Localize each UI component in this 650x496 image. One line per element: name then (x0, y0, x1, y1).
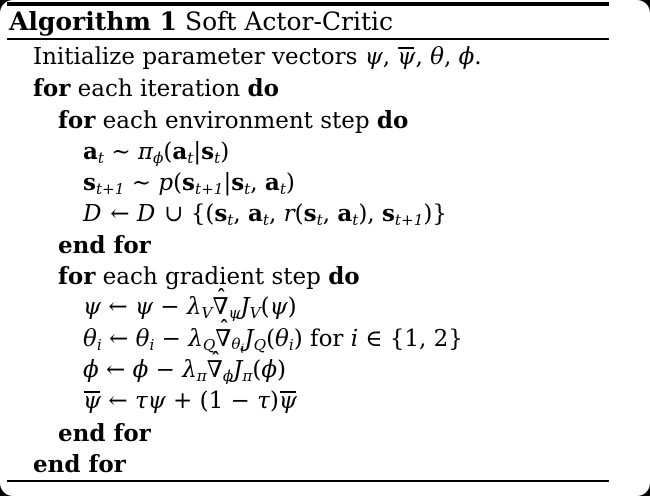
algorithm-line: end for (33, 450, 126, 478)
algorithm-line: at ∼ πϕ(at|st) (83, 137, 230, 167)
algorithm-line: st+1 ∼ p(st+1|st, at) (83, 169, 295, 198)
algorithm-line: for each environment step do (58, 106, 409, 134)
algorithm-line: for each iteration do (33, 75, 279, 103)
algorithm-title: Soft Actor-Critic (184, 7, 394, 36)
algorithm-line: Initialize parameter vectors ψ, ψ, θ, ϕ. (7, 42, 609, 73)
algorithm-header: Algorithm 1 Soft Actor-Critic (7, 6, 609, 38)
algorithm-line: θi ← θi − λQ∇θiJQ(θi) for i ∈ {1, 2} (7, 324, 609, 355)
header-rule (7, 38, 609, 40)
algorithm-line: for each gradient step do (58, 263, 360, 291)
algorithm-line: D ← D ∪ {(st, at, r(st, at), st+1)} (83, 200, 447, 230)
algorithm-line: ψ ← ψ − λV∇ψJV(ψ) (7, 292, 609, 323)
algorithm-box: Algorithm 1 Soft Actor-Critic Initialize… (7, 0, 609, 483)
algorithm-label: Algorithm 1 (9, 7, 177, 36)
top-rule (7, 2, 609, 6)
algorithm-line: ϕ ← ϕ − λπ∇ϕJπ(ϕ) (7, 355, 609, 386)
algorithm-line: end for (58, 419, 151, 447)
algorithm-line: ψ ← τψ + (1 − τ)ψ (7, 386, 609, 417)
algorithm-line: end for (58, 231, 151, 259)
algorithm-body: Initialize parameter vectors ψ, ψ, θ, ϕ.… (7, 40, 609, 480)
bottom-rule (7, 480, 609, 483)
